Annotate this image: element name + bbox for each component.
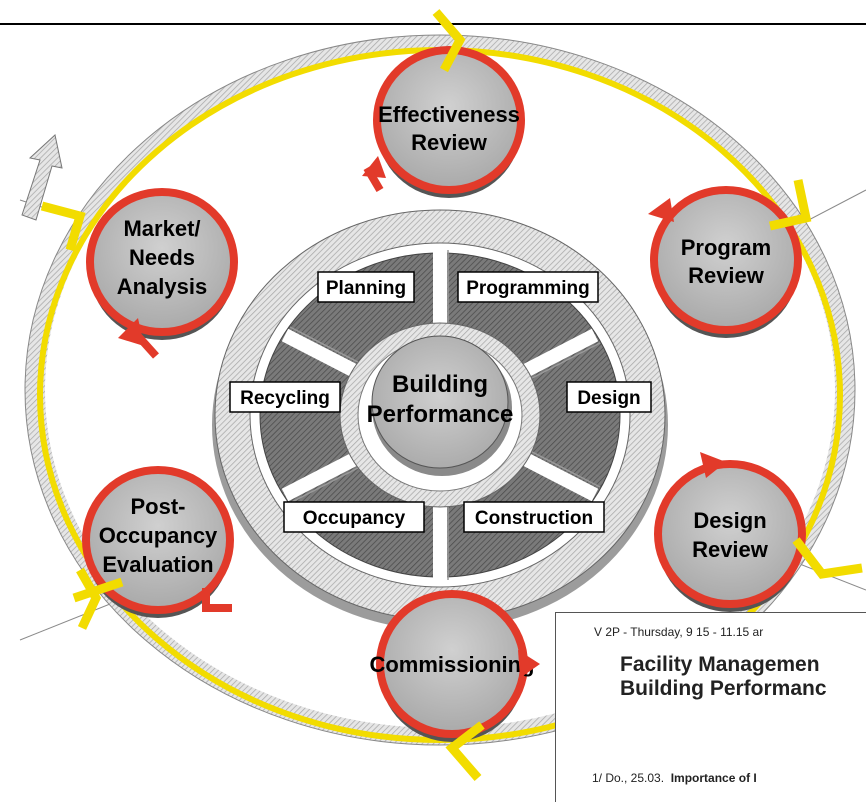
doc-item-prefix: 1/ Do., 25.03. [592, 771, 665, 785]
center-label-line1: Building [392, 371, 488, 398]
stage-construction-label: Construction [475, 508, 593, 529]
stage-recycling-label: Recycling [240, 388, 330, 409]
stage-planning[interactable]: Planning [317, 271, 415, 303]
doc-list-item: 1/ Do., 25.03. Importance of I [592, 771, 757, 785]
lecture-document-panel: V 2P - Thursday, 9 15 - 11.15 ar Facilit… [555, 612, 866, 802]
doc-title-line2: Building Performanc [620, 677, 827, 700]
stage-planning-label: Planning [326, 278, 406, 299]
doc-title: Facility Managemen Building Performanc [620, 653, 827, 701]
stage-programming-label: Programming [466, 278, 590, 299]
doc-header-text: V 2P - Thursday, 9 15 - 11.15 ar [594, 625, 764, 639]
stage-occupancy-label: Occupancy [303, 508, 406, 529]
exit-arrow-icon [21, 134, 63, 221]
stage-design-label: Design [577, 388, 640, 409]
stage-recycling[interactable]: Recycling [229, 381, 341, 413]
center-hub: Building Performance [367, 335, 514, 476]
stage-design[interactable]: Design [566, 381, 652, 413]
stage-programming[interactable]: Programming [457, 271, 599, 303]
center-label-line2: Performance [367, 401, 514, 428]
stage-occupancy[interactable]: Occupancy [283, 501, 425, 533]
doc-title-line1: Facility Managemen [620, 653, 820, 676]
stage-construction[interactable]: Construction [463, 501, 605, 533]
doc-item-bold: Importance of I [670, 771, 757, 785]
